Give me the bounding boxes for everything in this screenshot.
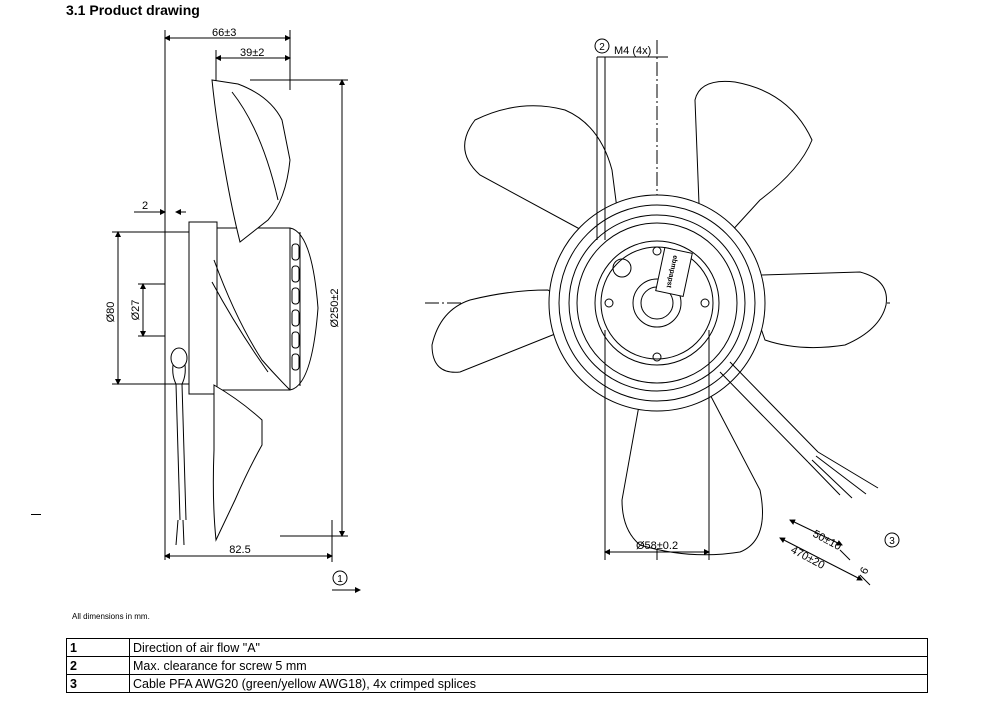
side-view (112, 30, 361, 593)
legend-row: 3 Cable PFA AWG20 (green/yellow AWG18), … (66, 674, 928, 693)
dim-flange: 2 (142, 200, 148, 212)
dim-overall-depth: 82.5 (229, 544, 250, 556)
legend-number: 1 (66, 638, 130, 657)
callout-cable: 3 (884, 532, 900, 548)
front-view (425, 40, 890, 586)
footnote: All dimensions in mm. (72, 612, 150, 621)
legend-table: 1 Direction of air flow "A" 2 Max. clear… (66, 638, 928, 693)
dim-bolt-circle: Ø58±0.2 (636, 540, 678, 552)
dim-fan-diameter: Ø250±2 (329, 288, 341, 327)
callout-airflow: 1 (332, 570, 348, 586)
dim-lead-splice: 6 (858, 565, 871, 576)
margin-dash (31, 514, 41, 515)
legend-row: 2 Max. clearance for screw 5 mm (66, 656, 928, 675)
dim-shaft-diameter: Ø27 (130, 300, 142, 321)
svg-text:2: 2 (599, 42, 605, 53)
legend-text: Direction of air flow "A" (129, 638, 928, 657)
legend-text: Cable PFA AWG20 (green/yellow AWG18), 4x… (129, 674, 928, 693)
dim-hub-diameter: Ø80 (105, 302, 117, 323)
legend-number: 3 (66, 674, 130, 693)
dim-lead-length: 470±20 (789, 544, 827, 572)
legend-number: 2 (66, 656, 130, 675)
svg-text:1: 1 (337, 574, 343, 585)
dim-side-total: 66±3 (212, 27, 236, 39)
callout-clearance: 2 (594, 38, 610, 54)
legend-text: Max. clearance for screw 5 mm (129, 656, 928, 675)
dim-lead-strip: 50±10 (811, 528, 844, 553)
label-plate: ebmpapst (655, 246, 693, 298)
svg-text:3: 3 (889, 536, 895, 547)
product-drawing: ebmpapst 66±3 39±2 2 Ø80 Ø27 Ø250±2 82.5… (105, 27, 900, 593)
legend-row: 1 Direction of air flow "A" (66, 638, 928, 657)
dim-screw-thread: M4 (4x) (614, 45, 651, 57)
dim-rotor-depth: 39±2 (240, 47, 264, 59)
section-title: 3.1 Product drawing (66, 2, 200, 18)
